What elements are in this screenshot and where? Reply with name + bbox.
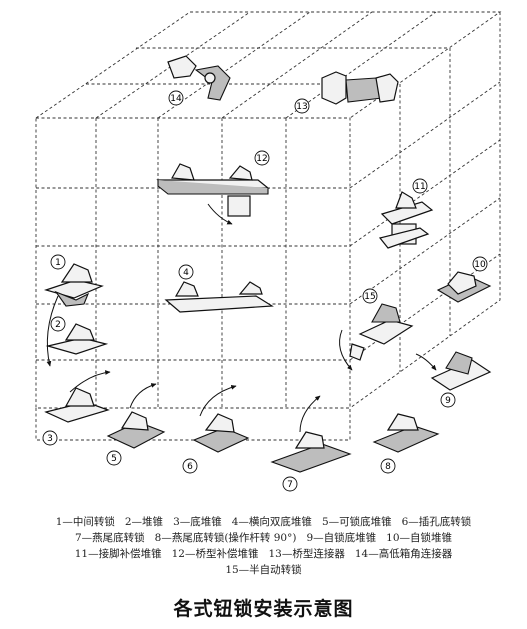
legend-row: 11—接脚补偿堆锥 12—桥型补偿堆锥 13—桥型连接器 14—高低箱角连接器 — [0, 546, 527, 562]
callout-4: 4 — [183, 268, 189, 278]
part-8-dovetail-twistlock-lever-90 — [372, 413, 440, 474]
twistlock-installation-diagram: 1 2 3 4 5 6 7 8 9 10 11 12 13 14 15 — [35, 11, 502, 492]
part-13-bridge-connector — [294, 71, 399, 114]
callout-6: 6 — [187, 462, 193, 472]
part-12-bridge-stacking-cone — [156, 150, 270, 225]
legend-item: 9—自锁底堆锥 — [306, 532, 377, 544]
legend-item: 3—底堆锥 — [173, 516, 222, 528]
part-15-semi-automatic-twistlock — [339, 288, 414, 371]
legend-item: 7—燕尾底转锁 — [74, 532, 145, 544]
legend-row: 1—中间转锁 2—堆锥 3—底堆锥 4—横向双底堆锥 5—可锁底堆锥 6—插孔底… — [0, 514, 527, 530]
legend-row: 15—半自动转锁 — [0, 562, 527, 578]
legend-item: 11—接脚补偿堆锥 — [74, 548, 162, 560]
figure-title: 各式钮锁安装示意图 — [173, 598, 354, 620]
legend-item: 2—堆锥 — [124, 516, 164, 528]
callout-2: 2 — [55, 320, 61, 330]
part-1-intermediate-twistlock — [43, 254, 104, 307]
part-6-socket-bottom-twistlock — [182, 385, 250, 474]
legend-item: 14—高低箱角连接器 — [354, 548, 453, 560]
legend-item: 4—横向双底堆锥 — [231, 516, 312, 528]
part-7-dovetail-bottom-twistlock — [270, 395, 352, 492]
callout-13: 13 — [296, 102, 307, 112]
callout-9: 9 — [445, 396, 451, 406]
legend-row: 7—燕尾底转锁 8—燕尾底转锁(操作杆转 90°) 9—自锁底堆锥 10—自锁堆… — [0, 530, 527, 546]
legend-item: 6—插孔底转锁 — [401, 516, 472, 528]
callout-11: 11 — [414, 182, 425, 192]
legend: 1—中间转锁 2—堆锥 3—底堆锥 4—横向双底堆锥 5—可锁底堆锥 6—插孔底… — [0, 514, 527, 578]
legend-item: 10—自锁堆锥 — [386, 532, 453, 544]
legend-item: 5—可锁底堆锥 — [321, 516, 392, 528]
part-14-high-low-connector — [167, 55, 231, 106]
part-5-lockable-bottom-cone — [106, 383, 166, 466]
part-2-stacking-cone — [45, 316, 109, 355]
callout-3: 3 — [47, 434, 53, 444]
callout-5: 5 — [111, 454, 117, 464]
part-10-self-locking-cone — [436, 256, 492, 303]
part-9-self-locking-bottom-cone — [415, 351, 492, 408]
callout-8: 8 — [385, 462, 391, 472]
callout-14: 14 — [170, 94, 182, 104]
callout-7: 7 — [287, 480, 293, 490]
part-11-leg-compensation-cone — [378, 178, 434, 249]
part-3-bottom-stacking-cone — [42, 370, 111, 446]
legend-item: 13—桥型连接器 — [268, 548, 345, 560]
callout-15: 15 — [364, 292, 375, 302]
callout-12: 12 — [256, 154, 267, 164]
callout-labels: 1 2 3 4 5 6 7 8 9 10 11 12 13 14 15 — [47, 94, 486, 490]
callout-10: 10 — [474, 260, 486, 270]
legend-item: 8—燕尾底转锁(操作杆转 90°) — [154, 532, 297, 544]
legend-item: 1—中间转锁 — [55, 516, 115, 528]
legend-item: 15—半自动转锁 — [225, 564, 302, 576]
callout-1: 1 — [55, 258, 61, 268]
part-4-transverse-double-cone — [164, 264, 274, 313]
legend-item: 12—桥型补偿堆锥 — [171, 548, 259, 560]
container-stack-wireframe — [35, 11, 502, 441]
